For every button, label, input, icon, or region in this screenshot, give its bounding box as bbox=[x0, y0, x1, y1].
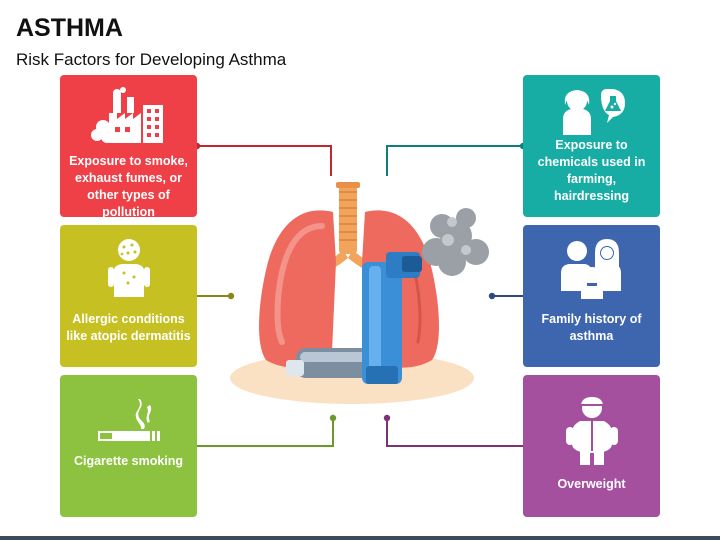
risk-card-pollution-label: Exposure to smoke, exhaust fumes, or oth… bbox=[69, 154, 188, 219]
risk-card-overweight-label: Overweight bbox=[557, 477, 626, 491]
risk-card-chemicals-label: Exposure to chemicals used in farming, h… bbox=[537, 138, 646, 203]
risk-card-pollution: Exposure to smoke, exhaust fumes, or oth… bbox=[60, 75, 197, 219]
risk-card-smoking-label: Cigarette smoking bbox=[73, 454, 184, 468]
woman-chemical-flask-icon bbox=[562, 89, 625, 135]
risk-card-smoking: Cigarette smoking bbox=[60, 375, 197, 517]
page-subtitle: Risk Factors for Developing Asthma bbox=[16, 50, 287, 69]
risk-card-family: Family history of asthma bbox=[523, 225, 660, 367]
risk-card-family-label: Family history of asthma bbox=[541, 312, 642, 343]
connector-smoking bbox=[197, 418, 334, 447]
connector-overweight bbox=[386, 418, 523, 447]
risk-card-allergy: Allergic conditions like atopic dermatit… bbox=[60, 225, 197, 367]
family-icon bbox=[560, 239, 621, 299]
risk-card-chemicals: Exposure to chemicals used in farming, h… bbox=[523, 75, 660, 217]
connector-pollution bbox=[197, 145, 332, 176]
page-title: ASTHMA bbox=[16, 14, 123, 42]
person-skin-rash-icon bbox=[107, 239, 150, 297]
cigarette-icon bbox=[97, 399, 160, 441]
factory-pollution-icon bbox=[90, 87, 163, 143]
bottom-bar bbox=[0, 536, 720, 540]
risk-card-allergy-label: Allergic conditions like atopic dermatit… bbox=[66, 312, 191, 343]
overweight-person-icon bbox=[565, 397, 618, 465]
connector-chemicals bbox=[386, 145, 523, 176]
risk-card-overweight: Overweight bbox=[523, 375, 660, 517]
